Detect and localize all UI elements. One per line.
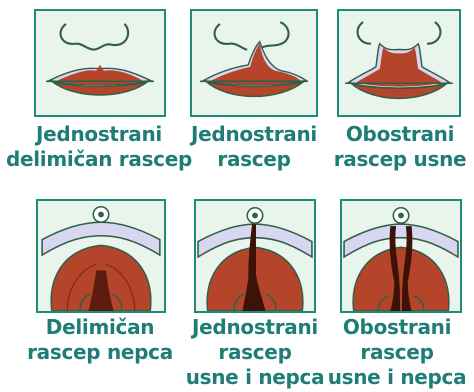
bilateral-cleft-lip-and-palate-illustration	[342, 201, 460, 311]
panel-unilateral-incomplete-cleft-lip	[34, 9, 166, 117]
panel-incomplete-cleft-palate	[36, 199, 166, 313]
caption-incomplete-cleft-palate: Delimičan rascep nepca	[10, 315, 190, 365]
caption-unilateral-incomplete-cleft-lip: Jednostrani delimičan rascep	[4, 122, 194, 172]
panel-unilateral-cleft-lip	[190, 9, 318, 117]
unilateral-incomplete-cleft-lip-illustration	[36, 11, 164, 115]
bilateral-cleft-lip-illustration	[339, 11, 459, 115]
caption-unilateral-cleft-lip-and-palate: Jednostrani rascep usne i nepca	[170, 315, 340, 390]
unilateral-cleft-lip-illustration	[192, 11, 316, 115]
caption-bilateral-cleft-lip: Obostrani rascep usne	[330, 122, 470, 172]
caption-bilateral-cleft-lip-and-palate: Obostrani rascep usne i nepca	[320, 315, 474, 390]
panel-unilateral-cleft-lip-and-palate	[194, 199, 316, 313]
incomplete-cleft-palate-illustration	[38, 201, 164, 311]
panel-bilateral-cleft-lip-and-palate	[340, 199, 462, 313]
caption-unilateral-cleft-lip: Jednostrani rascep	[176, 122, 332, 172]
unilateral-cleft-lip-and-palate-illustration	[196, 201, 314, 311]
panel-bilateral-cleft-lip	[337, 9, 461, 117]
